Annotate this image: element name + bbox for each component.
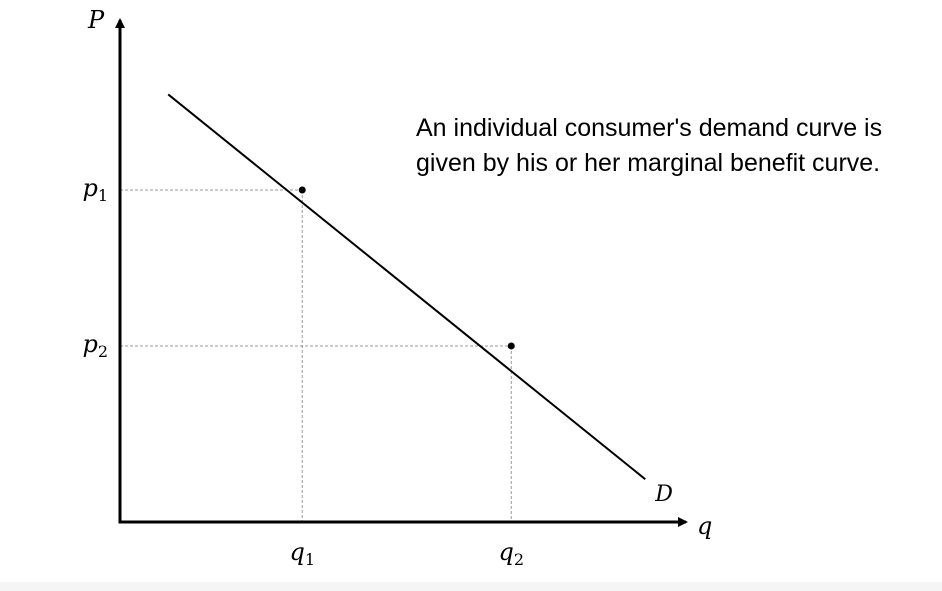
tick-labels: p1 q1 p2 q2 [82,174,524,569]
x-axis-title: q [697,512,712,540]
x-tick-label-1: q1 [289,538,315,569]
marked-point-1 [298,186,306,194]
y-tick-label-2: p2 [82,330,108,361]
footer-bar [0,582,942,591]
guide-lines [120,189,512,522]
demand-curve-label: D [654,482,673,507]
marked-points [298,186,515,350]
y-tick-label-1: p1 [82,174,108,205]
y-axis-title: P [87,6,105,34]
x-tick-label-2: q2 [498,538,524,569]
annotation-line-2: given by his or her marginal benefit cur… [416,149,880,177]
marked-point-2 [507,342,515,350]
demand-curve-line [167,93,646,481]
annotation-line-1: An individual consumer's demand curve is [416,114,882,142]
